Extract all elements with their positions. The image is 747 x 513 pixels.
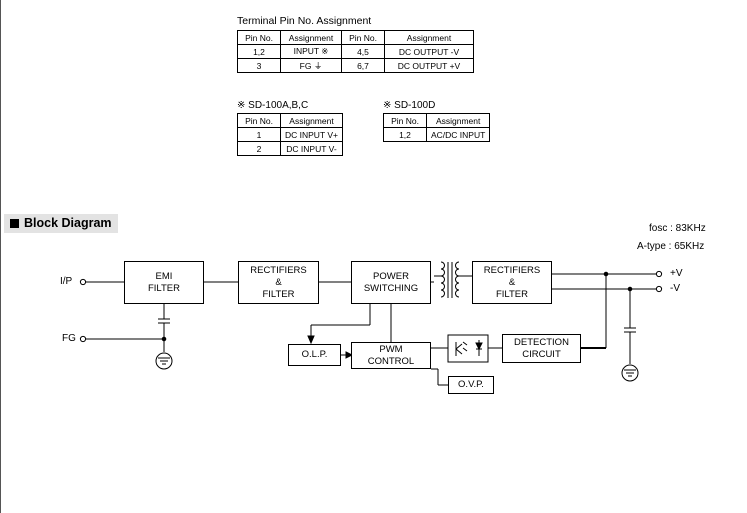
table-header-row: Pin No. Assignment — [237, 113, 343, 128]
emi-filter-block: EMI FILTER — [124, 261, 204, 304]
pwm-control-block: PWM CONTROL — [351, 342, 431, 369]
terminal-pin-table: Pin No. Assignment Pin No. Assignment 1,… — [237, 30, 474, 73]
terminal-table-title: Terminal Pin No. Assignment — [237, 15, 372, 27]
table-cell: AC/DC INPUT — [425, 127, 491, 142]
ovp-block: O.V.P. — [448, 376, 494, 394]
table-cell: 2 — [237, 141, 281, 156]
table-cell: DC INPUT V- — [280, 141, 343, 156]
sd100abc-table: Pin No. Assignment 1 DC INPUT V+ 2 DC IN… — [237, 113, 343, 156]
table-row: 3 FG ⏚ 6,7 DC OUTPUT +V — [237, 58, 474, 73]
page-left-border — [0, 0, 1, 513]
table-header-row: Pin No. Assignment Pin No. Assignment — [237, 30, 474, 45]
rectifiers-filter-block: RECTIFIERS & FILTER — [238, 261, 319, 304]
table-row: 1,2 AC/DC INPUT — [383, 127, 491, 142]
sd100abc-title: ※ SD-100A,B,C — [237, 100, 309, 111]
table-row: 2 DC INPUT V- — [237, 141, 343, 156]
square-bullet-icon — [10, 219, 19, 228]
table-header-row: Pin No. Assignment — [383, 113, 491, 128]
table-row: 1 DC INPUT V+ — [237, 127, 343, 142]
output-rectifiers-filter-block: RECTIFIERS & FILTER — [472, 261, 552, 304]
table-cell: DC OUTPUT +V — [384, 58, 474, 73]
optocoupler-icon — [447, 334, 489, 363]
table-cell: 6,7 — [341, 58, 385, 73]
section-title: Block Diagram — [24, 216, 112, 230]
input-terminal-label: I/P — [60, 276, 73, 287]
power-switching-block: POWER SWITCHING — [351, 261, 431, 304]
olp-block: O.L.P. — [288, 344, 341, 366]
fosc-note: fosc : 83KHz — [649, 223, 706, 234]
atype-note: A-type : 65KHz — [637, 241, 705, 252]
detection-circuit-block: DETECTION CIRCUIT — [502, 334, 581, 363]
vminus-terminal-label: -V — [670, 283, 680, 294]
sd100d-title: ※ SD-100D — [383, 100, 436, 111]
sd100d-table: Pin No. Assignment 1,2 AC/DC INPUT — [383, 113, 491, 142]
block-diagram-header: Block Diagram — [4, 214, 118, 233]
fg-terminal-label: FG — [62, 333, 76, 344]
vplus-terminal-label: +V — [670, 268, 683, 279]
